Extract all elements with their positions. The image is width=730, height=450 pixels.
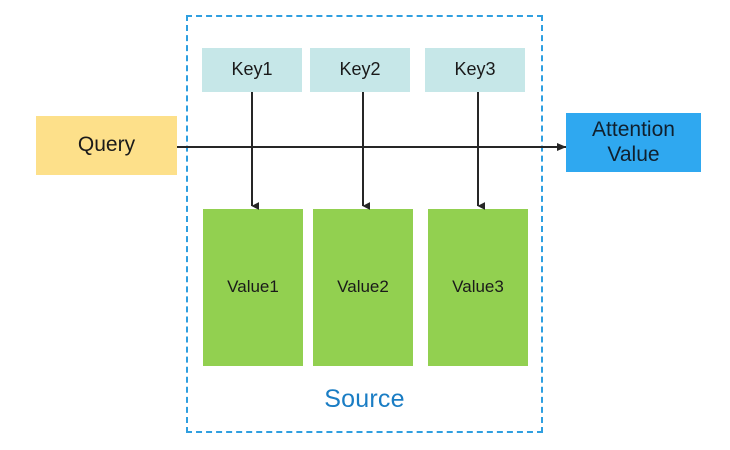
query-box[interactable]: Query (36, 116, 177, 175)
key-box-3-label: Key3 (454, 59, 496, 80)
key-box-2-label: Key2 (339, 59, 381, 80)
attention-value-box[interactable]: Attention Value (566, 113, 701, 172)
source-label: Source (324, 385, 405, 413)
value-box-3-label: Value3 (452, 277, 504, 297)
value-box-1[interactable]: Value1 (203, 209, 303, 366)
key-box-1[interactable]: Key1 (202, 48, 302, 92)
value-box-1-label: Value1 (227, 277, 279, 297)
key-box-3[interactable]: Key3 (425, 48, 525, 92)
source-region (186, 15, 543, 433)
attention-value-label-line2: Value (607, 142, 660, 166)
key-box-2[interactable]: Key2 (310, 48, 410, 92)
key-box-1-label: Key1 (231, 59, 273, 80)
value-box-2[interactable]: Value2 (313, 209, 413, 366)
query-label: Query (77, 133, 136, 157)
value-box-2-label: Value2 (337, 277, 389, 297)
value-box-3[interactable]: Value3 (428, 209, 528, 366)
attention-value-label-line1: Attention (592, 117, 675, 141)
